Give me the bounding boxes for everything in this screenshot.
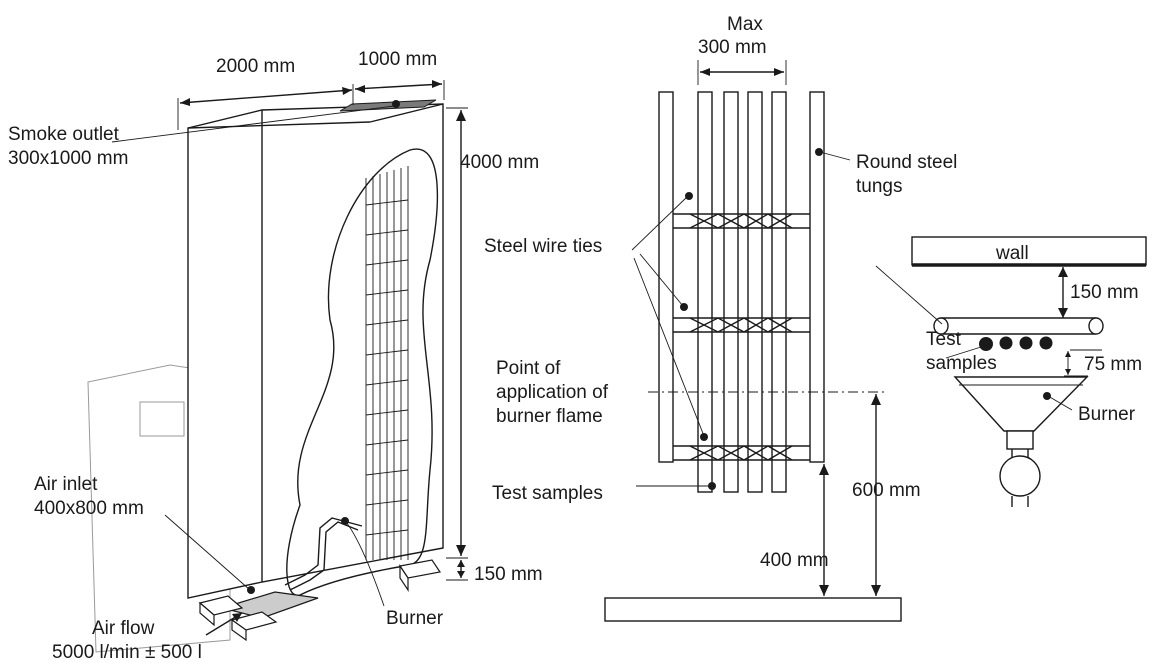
burner-neck xyxy=(1006,430,1034,450)
label-application-of: application of xyxy=(496,382,609,403)
leader-tungs-to-tube xyxy=(875,265,943,325)
label-4000-mm: 4000 mm xyxy=(460,152,539,173)
label-air-flow: Air flow xyxy=(92,618,155,639)
smoke-outlet-opening xyxy=(339,99,437,112)
sample-dot-3 xyxy=(1019,336,1033,350)
burner-funnel xyxy=(953,376,1089,432)
label-smoke-outlet: Smoke outlet xyxy=(8,124,120,145)
label-steel-wire-ties: Steel wire ties xyxy=(484,236,602,257)
leader-air-inlet xyxy=(164,514,251,591)
sample-rack xyxy=(604,60,902,622)
sample-1 xyxy=(697,91,713,493)
label-smoke-outlet-size: 300x1000 mm xyxy=(8,148,128,169)
chamber-top-back xyxy=(187,121,371,129)
label-400-mm: 400 mm xyxy=(760,550,829,571)
sample-dot-2 xyxy=(999,336,1013,350)
label-tungs: tungs xyxy=(856,176,902,197)
leader-burner-left xyxy=(345,521,385,607)
leader-smoke-outlet xyxy=(111,105,395,143)
label-1000-mm: 1000 mm xyxy=(358,49,437,70)
label-max: Max xyxy=(727,14,763,35)
sample-dot-1 xyxy=(979,337,993,351)
test-chamber xyxy=(87,80,468,653)
label-test-samples-mid: Test samples xyxy=(492,483,603,504)
dim-2000-line xyxy=(179,89,353,104)
label-wall: wall xyxy=(995,243,1029,264)
label-2000-mm: 2000 mm xyxy=(216,56,295,77)
label-samples: samples xyxy=(926,353,997,374)
air-inlet-opening xyxy=(219,591,319,619)
enclosure-window xyxy=(139,401,185,437)
tie-band-bottom xyxy=(673,445,810,461)
sample-grid xyxy=(365,166,409,560)
label-air-inlet-size: 400x800 mm xyxy=(34,498,144,519)
burner-pipe-2 xyxy=(289,521,359,591)
dim-1000-line xyxy=(354,83,443,90)
tie-band-mid xyxy=(673,317,810,333)
label-max-300-mm: 300 mm xyxy=(698,37,767,58)
burner-pipe xyxy=(284,517,363,586)
label-600-mm: 600 mm xyxy=(852,480,921,501)
sample-3 xyxy=(747,91,763,493)
label-75-mm: 75 mm xyxy=(1084,354,1142,375)
chamber-box xyxy=(187,103,444,599)
label-150-mm: 150 mm xyxy=(474,564,543,585)
label-round-steel: Round steel xyxy=(856,152,957,173)
sample-dot-4 xyxy=(1039,336,1053,350)
sample-2 xyxy=(723,91,739,493)
label-air-flow-rate: 5000 l/min ± 500 l xyxy=(52,642,202,663)
plan-view xyxy=(875,236,1147,507)
label-burner-flame: burner flame xyxy=(496,406,603,427)
label-point-of: Point of xyxy=(496,358,561,379)
label-burner-right: Burner xyxy=(1078,404,1136,425)
label-test: Test xyxy=(926,329,962,350)
floor-slab xyxy=(604,597,902,622)
tie-band-top xyxy=(673,213,810,229)
wall-box xyxy=(911,236,1147,266)
sample-4 xyxy=(771,91,787,493)
label-air-inlet: Air inlet xyxy=(34,474,98,495)
cutaway-outline xyxy=(286,148,439,596)
label-150-mm-right: 150 mm xyxy=(1070,282,1139,303)
steel-rung-left xyxy=(658,91,674,463)
label-burner-left: Burner xyxy=(386,608,444,629)
burner-gas-ball xyxy=(999,455,1041,497)
chamber-top-right xyxy=(369,103,444,123)
steel-rung-right xyxy=(809,91,825,463)
